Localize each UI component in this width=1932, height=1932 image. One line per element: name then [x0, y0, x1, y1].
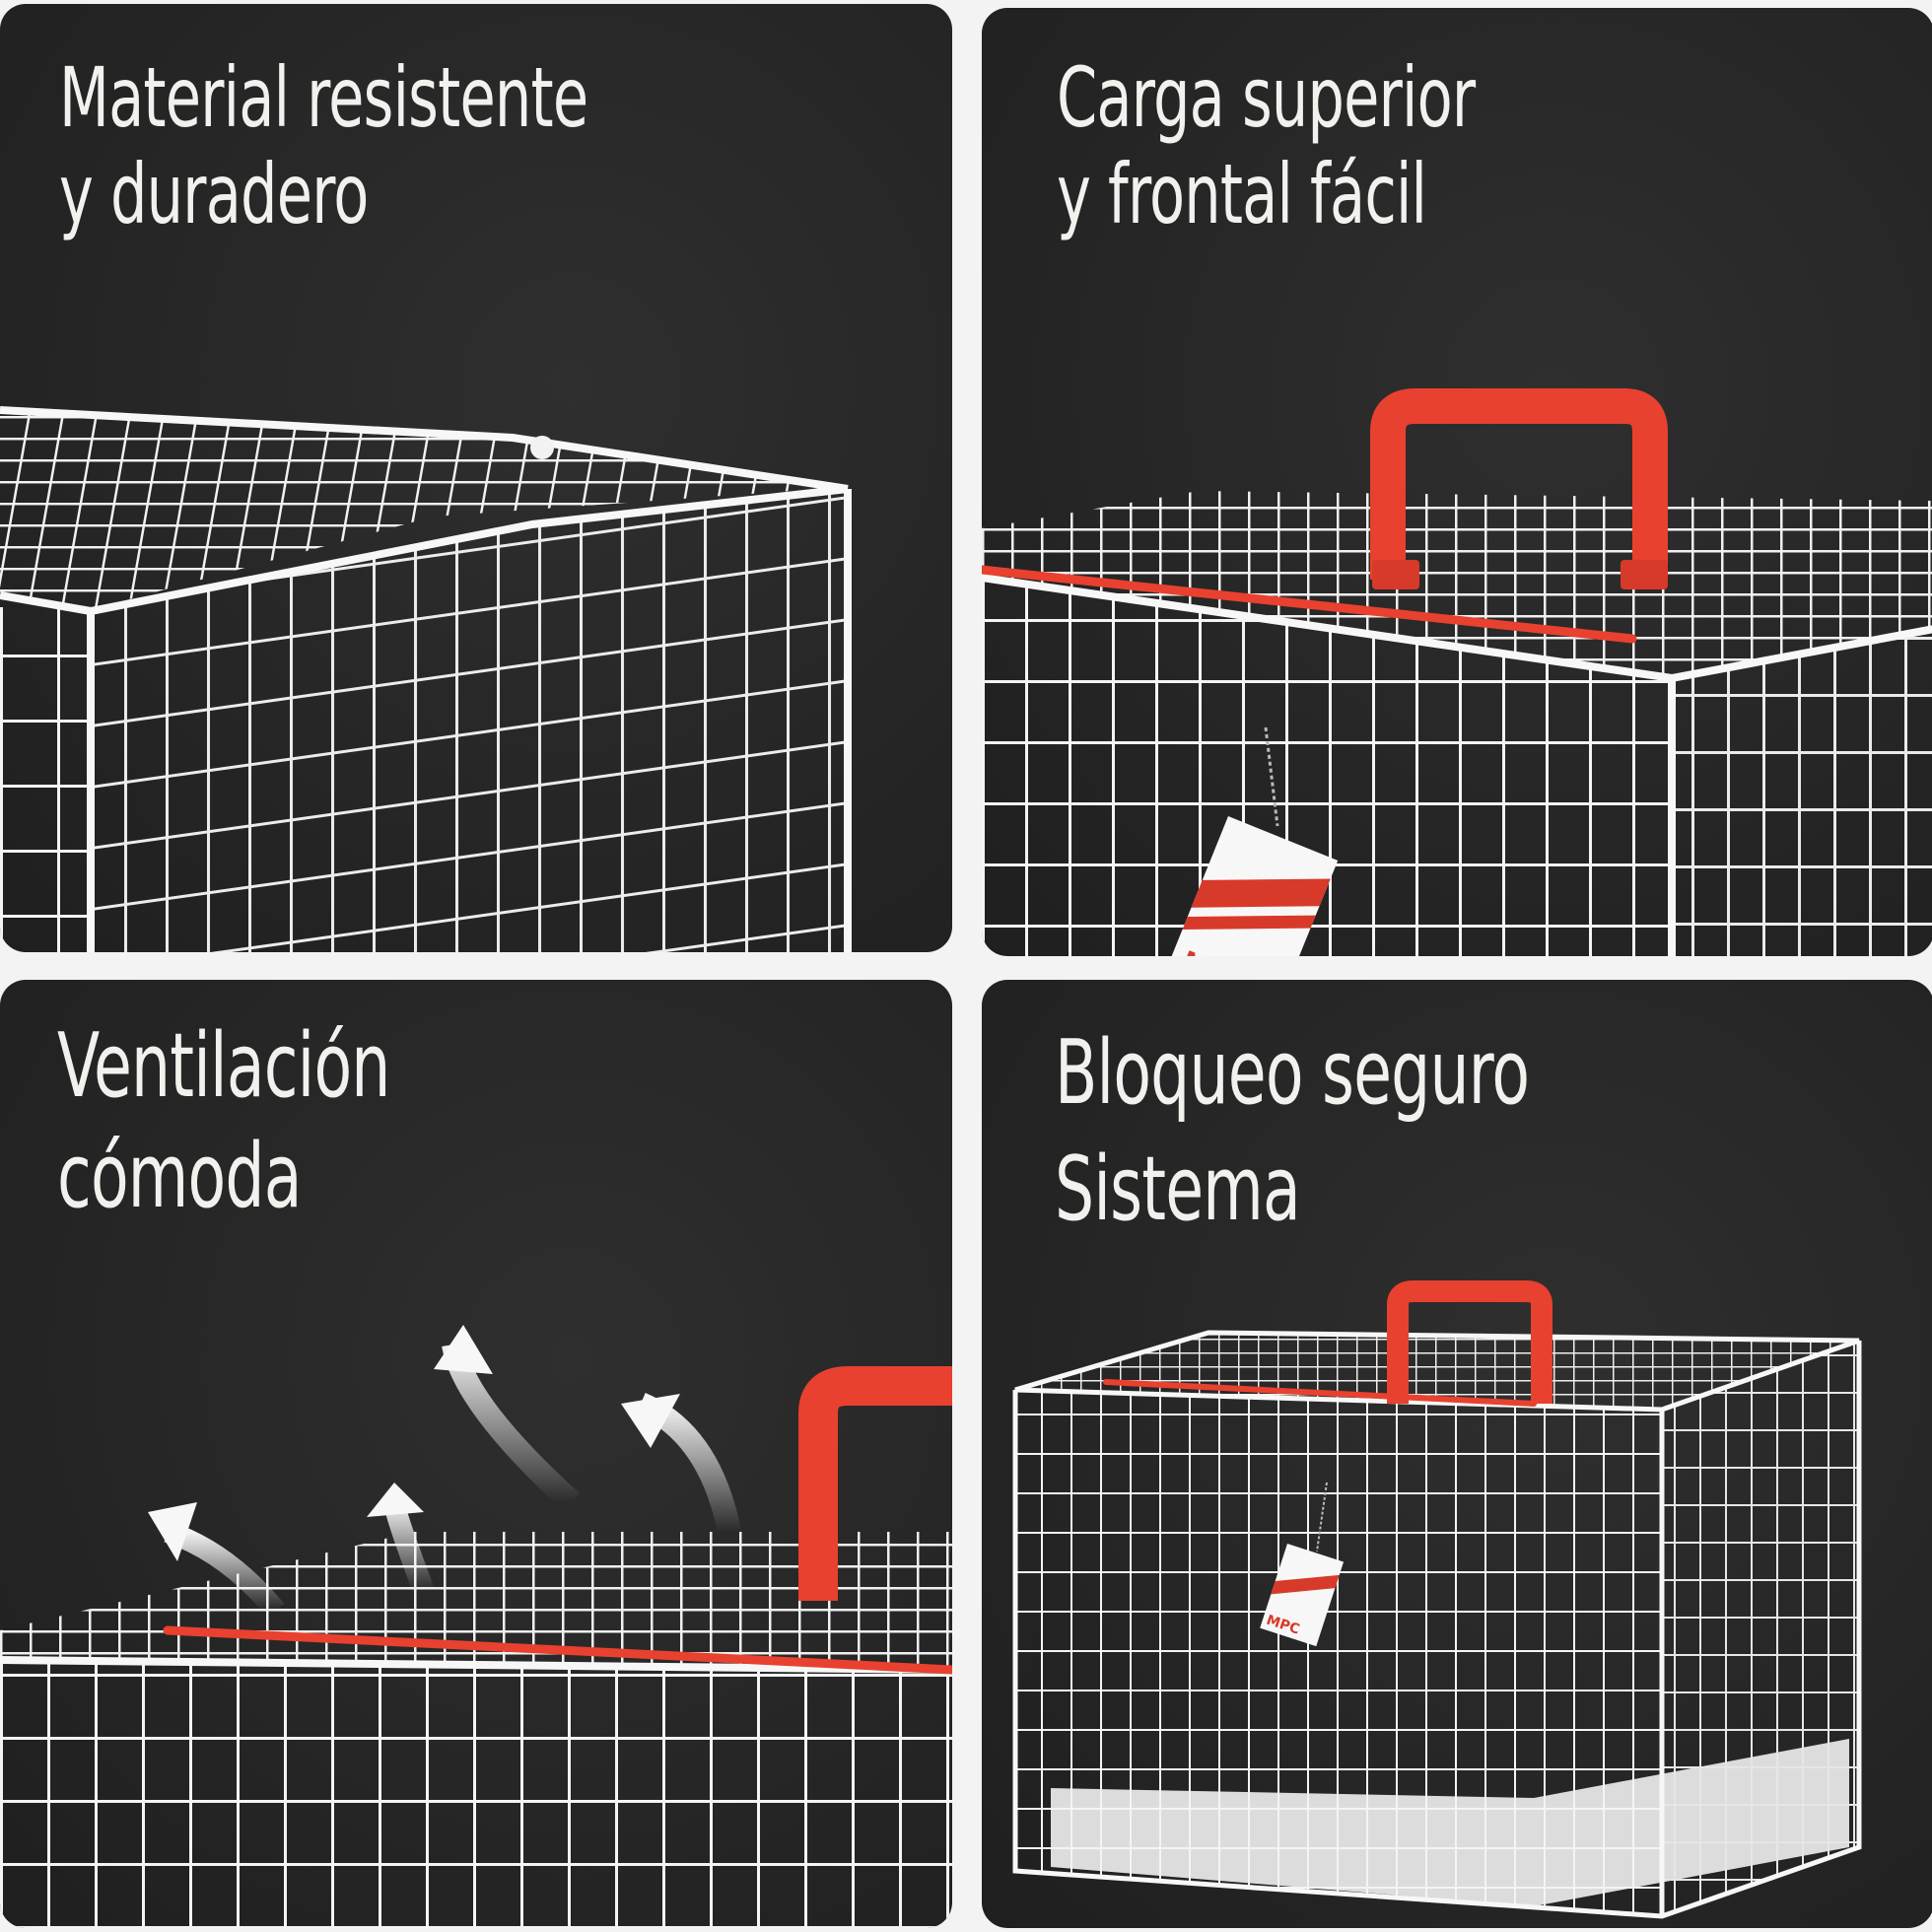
caption-line-2: Sistema [1055, 1138, 1301, 1241]
panel-caption: Ventilación cómoda [57, 1011, 390, 1232]
caption-line-1: Material resistente [59, 49, 588, 146]
panel-caption: Carga superior y frontal fácil [1057, 49, 1476, 242]
panel-loading: Carga superior y frontal fácil [982, 8, 1932, 956]
brand-tag: MPC [1165, 816, 1339, 956]
panel-caption: Material resistente y duradero [59, 49, 588, 242]
caption-line-2: y duradero [59, 146, 369, 242]
caption-line-1: Ventilación [57, 1014, 390, 1118]
panel-material: Material resistente y duradero [0, 4, 952, 952]
airflow-arrows [148, 1325, 741, 1619]
cage-handle-image: MPC [982, 388, 1932, 956]
cage-airflow-image [0, 1325, 952, 1928]
caption-line-2: y frontal fácil [1057, 146, 1427, 242]
panel-caption: Bloqueo seguro Sistema [1055, 1015, 1530, 1248]
panel-ventilation: Ventilación cómoda [0, 980, 952, 1928]
caption-line-2: cómoda [57, 1125, 302, 1228]
caption-line-1: Carga superior [1057, 49, 1476, 146]
cage-closeup-image [0, 406, 852, 952]
panel-lock: Bloqueo seguro Sistema MPC [982, 980, 1932, 1928]
caption-line-1: Bloqueo seguro [1055, 1021, 1530, 1125]
cage-full-image: MPC [1012, 1280, 1862, 1919]
